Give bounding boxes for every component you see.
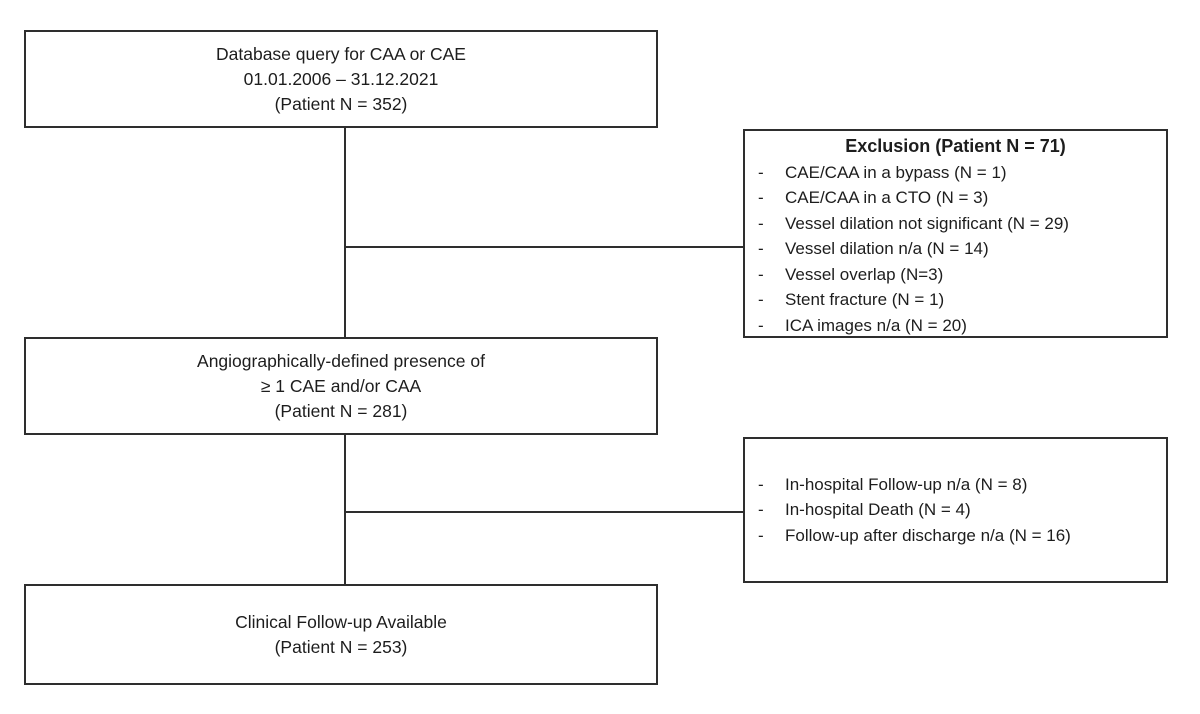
box-exclusion: Exclusion (Patient N = 71) - CAE/CAA in … — [743, 129, 1168, 338]
box-text-line: (Patient N = 281) — [274, 400, 408, 421]
list-item-text: Follow-up after discharge n/a (N = 16) — [785, 525, 1071, 545]
connector-top-to-middle — [344, 128, 346, 337]
list-item: - In-hospital Follow-up n/a (N = 8) — [745, 472, 1166, 498]
list-item-text: Vessel dilation n/a (N = 14) — [785, 239, 989, 258]
box-database-query: Database query for CAA or CAE 01.01.2006… — [24, 30, 658, 128]
bullet-dash: - — [758, 213, 764, 233]
box-text-line: Angiographically-defined presence of — [197, 350, 485, 371]
bullet-dash: - — [758, 474, 764, 494]
box-text-line: Database query for CAA or CAE — [216, 43, 466, 64]
bullet-dash: - — [758, 264, 764, 284]
list-item-text: Vessel dilation not significant (N = 29) — [785, 213, 1069, 233]
list-item-text: ICA images n/a (N = 20) — [785, 315, 967, 335]
bullet-dash: - — [758, 162, 764, 182]
connector-branch-exclusion — [346, 246, 743, 248]
box-text-line: (Patient N = 253) — [274, 636, 408, 657]
list-item-text: CAE/CAA in a bypass (N = 1) — [785, 162, 1007, 182]
box-text-line: Clinical Follow-up Available — [235, 611, 447, 632]
bullet-dash: - — [758, 315, 764, 335]
list-item: - CAE/CAA in a bypass (N = 1) — [745, 160, 1166, 186]
box-text-line: (Patient N = 352) — [274, 93, 408, 114]
list-item: - Stent fracture (N = 1) — [745, 287, 1166, 313]
bullet-dash: - — [758, 290, 764, 309]
list-item-text: In-hospital Death (N = 4) — [785, 500, 971, 520]
box-followup-loss: - In-hospital Follow-up n/a (N = 8) - In… — [743, 437, 1168, 583]
bullet-dash: - — [758, 239, 764, 258]
list-item: - CAE/CAA in a CTO (N = 3) — [745, 185, 1166, 211]
bullet-dash: - — [758, 525, 764, 545]
bullet-dash: - — [758, 500, 764, 520]
box-text-line: ≥ 1 CAE and/or CAA — [260, 375, 422, 396]
list-item-text: In-hospital Follow-up n/a (N = 8) — [785, 474, 1028, 494]
connector-branch-followup-loss — [346, 511, 743, 513]
list-item: - Vessel overlap (N=3) — [745, 262, 1166, 288]
connector-middle-to-bottom — [344, 435, 346, 584]
box-angiographic-presence: Angiographically-defined presence of ≥ 1… — [24, 337, 658, 435]
bullet-dash: - — [758, 188, 764, 207]
list-item-text: Vessel overlap (N=3) — [785, 264, 944, 284]
list-item: - ICA images n/a (N = 20) — [745, 313, 1166, 339]
list-item: - Vessel dilation n/a (N = 14) — [745, 236, 1166, 262]
list-item-text: CAE/CAA in a CTO (N = 3) — [785, 188, 989, 207]
list-item: - Follow-up after discharge n/a (N = 16) — [745, 523, 1166, 549]
list-item: - Vessel dilation not significant (N = 2… — [745, 211, 1166, 237]
box-clinical-followup: Clinical Follow-up Available (Patient N … — [24, 584, 658, 685]
list-item-text: Stent fracture (N = 1) — [785, 290, 945, 309]
exclusion-title: Exclusion (Patient N = 71) — [845, 136, 1066, 156]
list-item: - In-hospital Death (N = 4) — [745, 497, 1166, 523]
box-text-line: 01.01.2006 – 31.12.2021 — [243, 68, 439, 89]
